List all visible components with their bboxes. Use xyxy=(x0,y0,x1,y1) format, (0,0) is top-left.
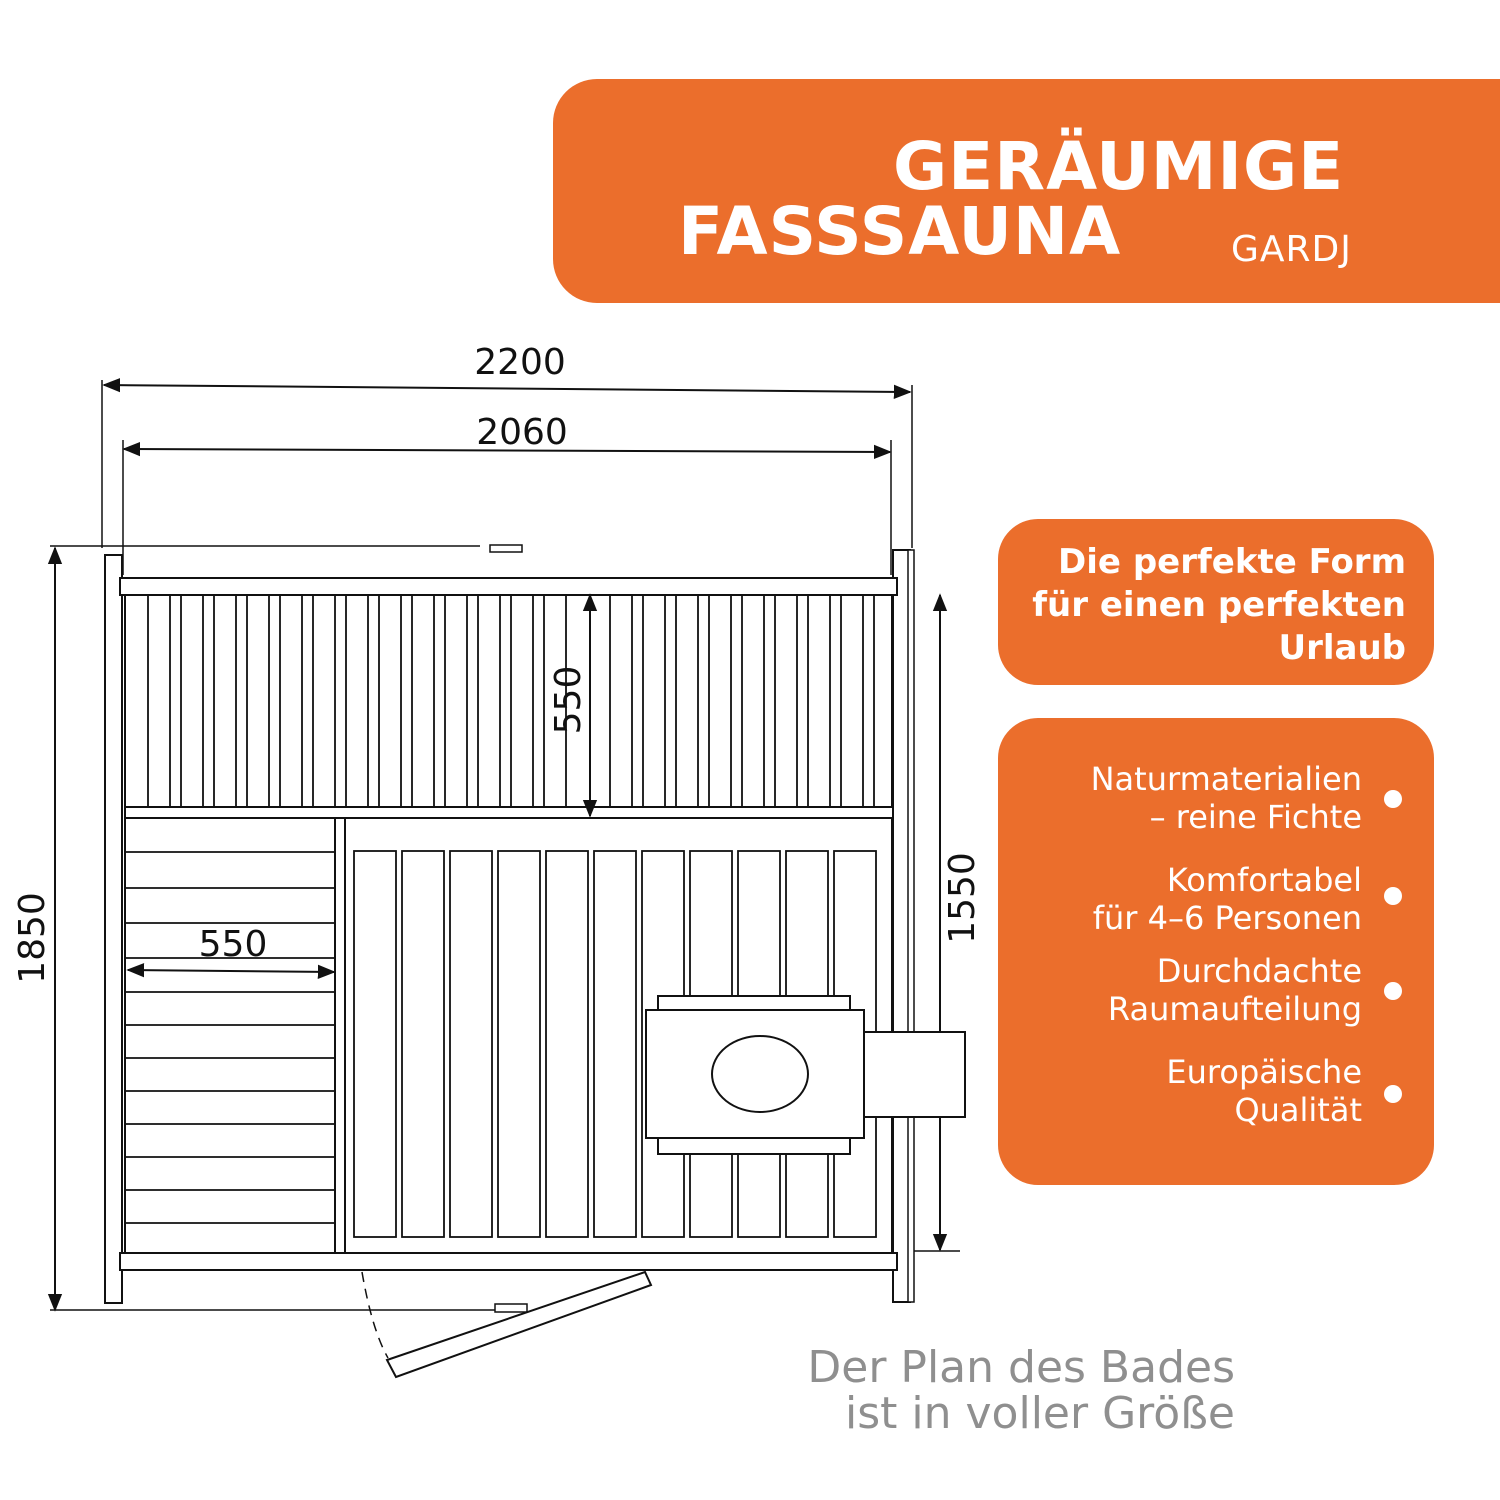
side-bench xyxy=(124,817,336,1254)
bullet-dot-icon xyxy=(1384,887,1402,905)
brand-name: GARDJ xyxy=(1231,229,1352,270)
door-swing xyxy=(361,1270,653,1379)
feature-text: Durchdachte Raumaufteilung xyxy=(1108,952,1362,1028)
feature-line-2: Raumaufteilung xyxy=(1107,990,1362,1028)
bottom-beam xyxy=(119,1252,898,1271)
feature-line-2: Qualität xyxy=(1234,1091,1362,1129)
caption-line-1: Der Plan des Bades xyxy=(807,1342,1235,1393)
plan-caption: Der Plan des Bades ist in voller Größe xyxy=(760,1345,1235,1437)
title-line-2: FASSSAUNA xyxy=(678,193,1122,270)
top-beam xyxy=(119,577,898,596)
top-bench-slats xyxy=(147,594,893,808)
title-panel: GERÄUMIGE FASSSAUNA GARDJ xyxy=(553,79,1500,303)
slogan-card: Die perfekte Form für einen perfekten Ur… xyxy=(998,519,1434,685)
dim-label-inner-width: 2060 xyxy=(476,412,568,453)
dim-label-inner-height: 1550 xyxy=(942,852,983,944)
dim-line-outer-width xyxy=(102,377,912,400)
left-wall xyxy=(104,554,123,1304)
bullet-dot-icon xyxy=(1384,790,1402,808)
feature-line-1: Durchdachte xyxy=(1156,952,1362,990)
feature-line-2: für 4–6 Personen xyxy=(1092,899,1362,937)
slogan-line-1: Die perfekte Form xyxy=(1058,542,1406,582)
feature-line-1: Europäische xyxy=(1166,1053,1362,1091)
title-line-1: GERÄUMIGE xyxy=(893,128,1345,205)
bullet-dot-icon xyxy=(1384,1085,1402,1103)
top-bench xyxy=(124,594,893,808)
feature-line-1: Naturmaterialien xyxy=(1090,760,1362,798)
dim-line-side-bench xyxy=(126,962,336,980)
dim-line-inner-width xyxy=(122,441,892,460)
side-bench-slats xyxy=(125,851,335,1224)
feature-text: Naturmaterialien – reine Fichte xyxy=(1091,760,1362,836)
feature-line-1: Komfortabel xyxy=(1166,861,1362,899)
slogan-line-2: für einen perfekten xyxy=(1032,585,1406,625)
dim-label-outer-width: 2200 xyxy=(474,342,566,383)
dim-label-bench-depth: 550 xyxy=(548,666,589,735)
dim-label-side-bench: 550 xyxy=(199,924,268,965)
caption-line-2: ist in voller Größe xyxy=(845,1388,1235,1439)
slogan-line-3: Urlaub xyxy=(1278,628,1406,668)
feature-text: Komfortabel für 4–6 Personen xyxy=(1093,861,1362,937)
sauna-stove xyxy=(645,995,966,1155)
feature-line-2: – reine Fichte xyxy=(1149,798,1362,836)
dim-label-outer-height: 1850 xyxy=(12,892,53,984)
bullet-dot-icon xyxy=(1384,982,1402,1000)
features-card: Naturmaterialien – reine Fichte Komforta… xyxy=(998,718,1434,1185)
feature-text: Europäische Qualität xyxy=(1166,1053,1362,1129)
